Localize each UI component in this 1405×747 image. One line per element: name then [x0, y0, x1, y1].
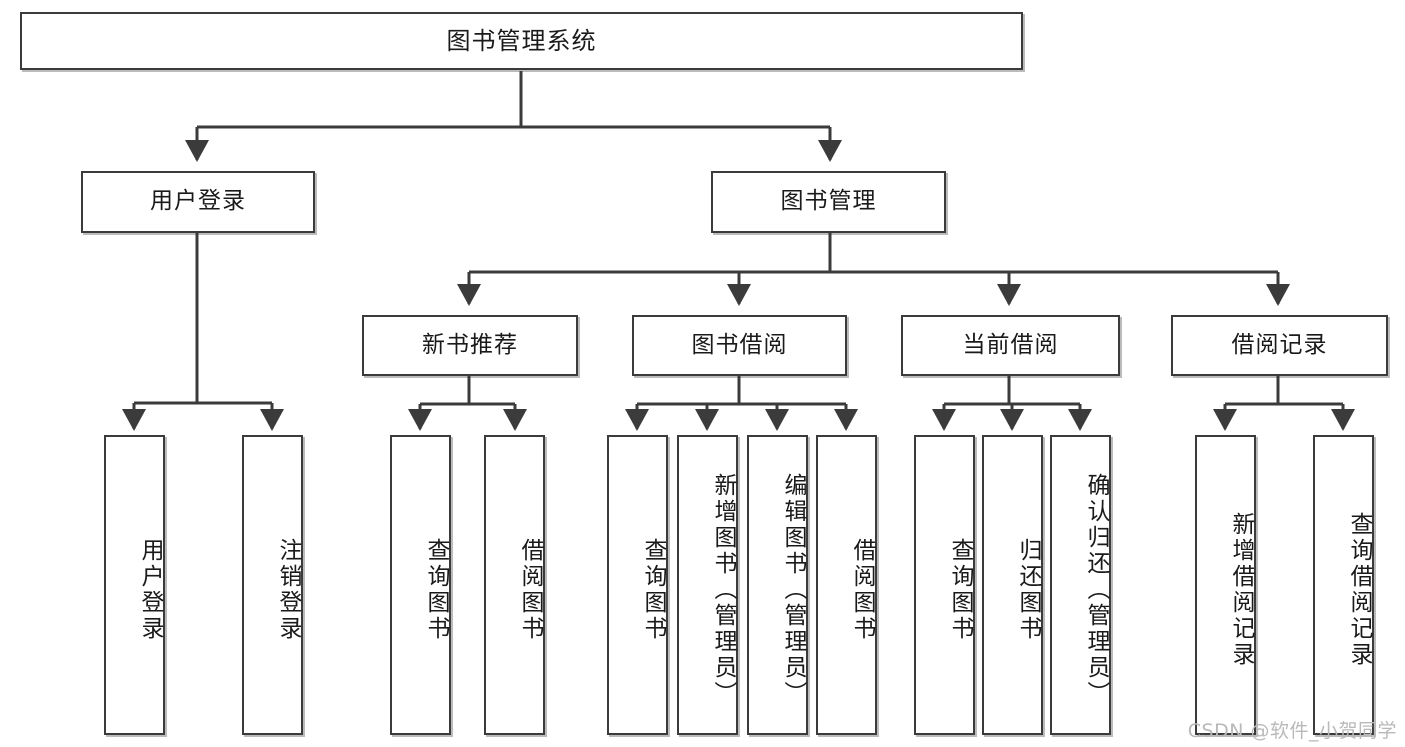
node-label: 确认归还（管理员） [1083, 473, 1109, 707]
node-leaf-query-book-2[interactable]: 查询图书 [607, 435, 668, 735]
node-current-borrow[interactable]: 当前借阅 [901, 315, 1120, 376]
node-book-borrow[interactable]: 图书借阅 [632, 315, 847, 376]
node-label: 归还图书 [1015, 538, 1041, 642]
node-leaf-query-book-1[interactable]: 查询图书 [390, 435, 451, 735]
node-label: 用户登录 [150, 188, 246, 215]
node-leaf-query-book-3[interactable]: 查询图书 [914, 435, 975, 735]
node-label: 图书借阅 [691, 331, 788, 358]
node-label: 新增图书（管理员） [710, 473, 736, 707]
node-new-book-recommend[interactable]: 新书推荐 [362, 315, 578, 376]
node-leaf-return-book[interactable]: 归还图书 [982, 435, 1043, 735]
node-leaf-borrow-book-2[interactable]: 借阅图书 [816, 435, 877, 735]
node-leaf-user-logout[interactable]: 注销登录 [242, 435, 303, 735]
node-label: 当前借阅 [962, 331, 1059, 358]
node-leaf-borrow-book-1[interactable]: 借阅图书 [484, 435, 545, 735]
node-leaf-add-record[interactable]: 新增借阅记录 [1195, 435, 1256, 735]
node-book-management[interactable]: 图书管理 [711, 171, 946, 233]
node-label: 借阅记录 [1231, 331, 1328, 358]
node-label: 新书推荐 [422, 331, 518, 358]
node-leaf-add-book[interactable]: 新增图书（管理员） [677, 435, 738, 735]
node-label: 注销登录 [275, 538, 301, 642]
node-borrow-record[interactable]: 借阅记录 [1171, 315, 1388, 376]
node-label: 新增借阅记录 [1228, 512, 1254, 668]
node-label: 图书管理 [780, 188, 877, 215]
node-leaf-user-login[interactable]: 用户登录 [104, 435, 165, 735]
node-label: 查询借阅记录 [1346, 512, 1372, 668]
node-label: 查询图书 [640, 538, 666, 642]
node-label: 借阅图书 [849, 538, 875, 642]
node-label: 查询图书 [423, 538, 449, 642]
node-label: 编辑图书（管理员） [780, 473, 806, 707]
node-label: 用户登录 [137, 538, 163, 642]
node-leaf-query-record[interactable]: 查询借阅记录 [1313, 435, 1374, 735]
node-root[interactable]: 图书管理系统 [20, 12, 1023, 70]
node-label: 查询图书 [947, 538, 973, 642]
node-leaf-edit-book[interactable]: 编辑图书（管理员） [747, 435, 808, 735]
node-label: 借阅图书 [517, 538, 543, 642]
node-leaf-confirm-return[interactable]: 确认归还（管理员） [1050, 435, 1111, 735]
node-user-login[interactable]: 用户登录 [81, 171, 315, 233]
node-label: 图书管理系统 [446, 26, 597, 55]
